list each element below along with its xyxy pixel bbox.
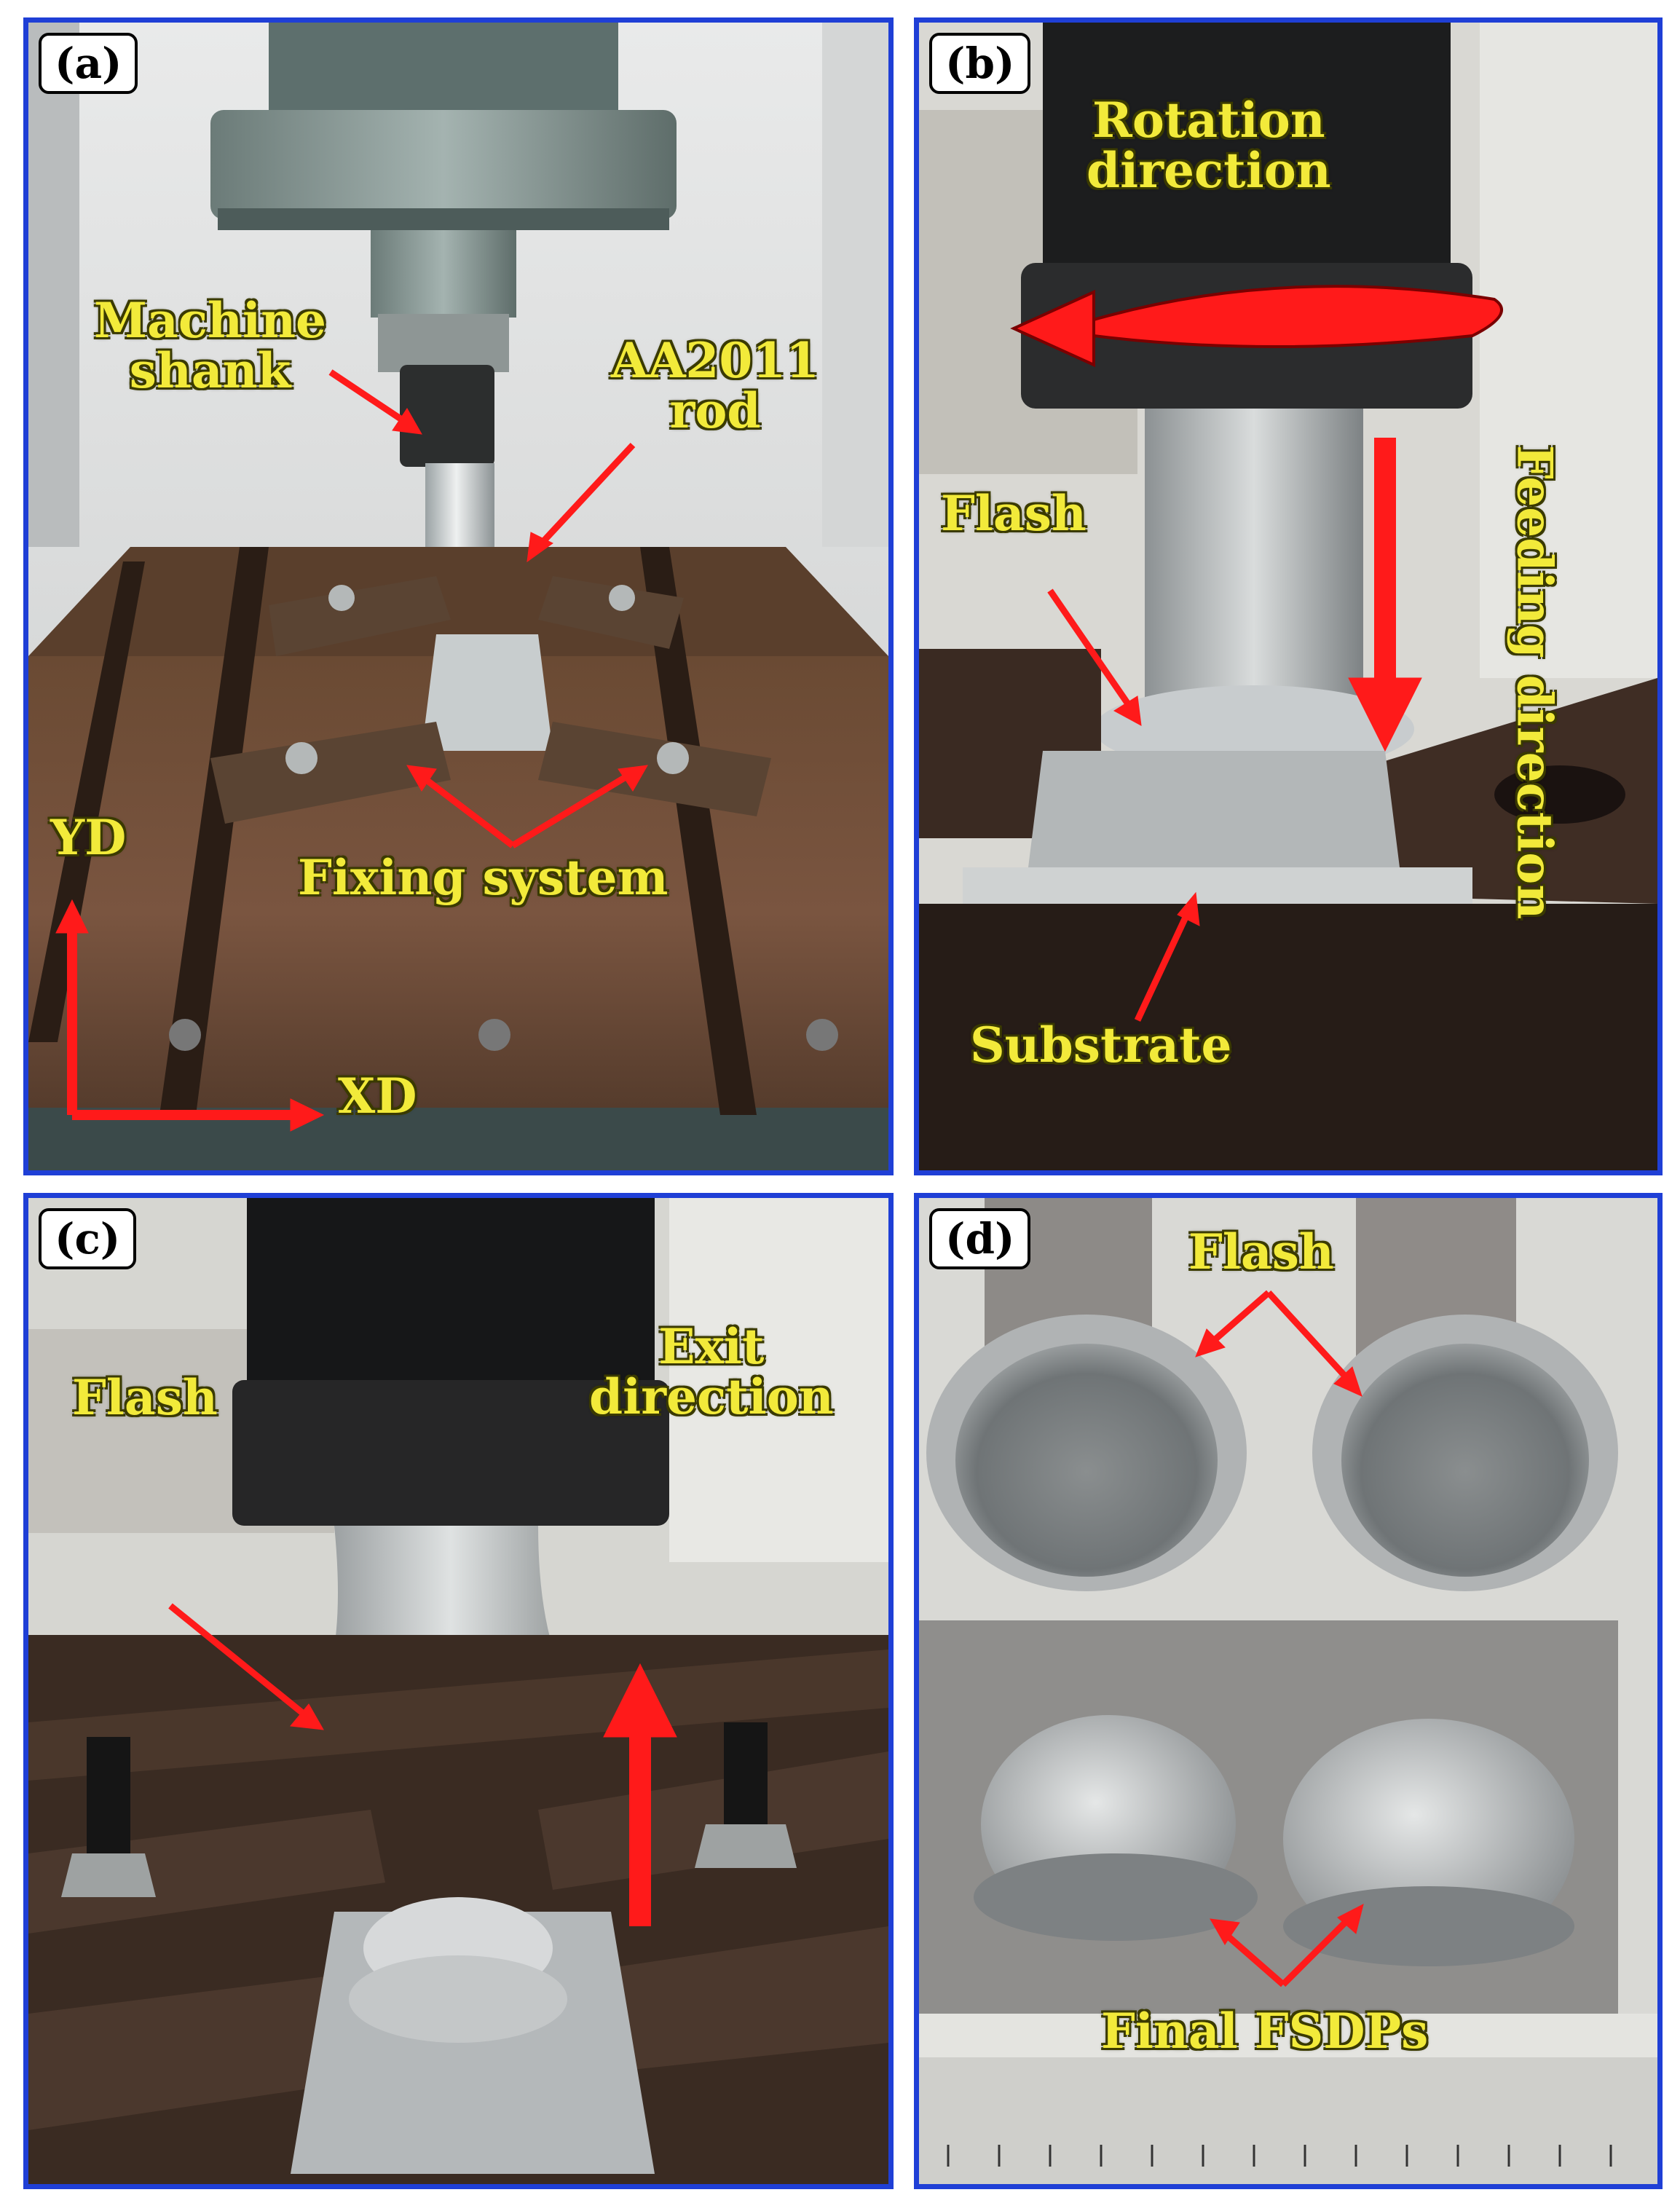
panel-c-photo: (c) Flash Exit direction	[23, 1193, 894, 2189]
aa2011-rod-label-line2: rod	[669, 382, 761, 440]
substrate-label: Substrate	[970, 1017, 1232, 1073]
exit-direction-label-line2: direction	[589, 1368, 834, 1426]
flash-label-d: Flash	[1188, 1223, 1334, 1280]
final-fsdps-label: Final FSDPs	[1101, 2003, 1429, 2060]
exit-direction-label: Exit direction	[589, 1318, 834, 1426]
aa2011-rod-label-line1: AA2011	[611, 332, 820, 389]
panel-a-tag: (a)	[39, 33, 138, 94]
panel-b-scene	[919, 23, 1657, 1170]
flash-label-b: Flash	[941, 485, 1087, 542]
panel-c-tag: (c)	[39, 1208, 137, 1269]
fixing-system-label: Fixing system	[298, 849, 669, 906]
panel-b-tag: (b)	[929, 33, 1031, 94]
exit-direction-label-line1: Exit	[658, 1318, 765, 1375]
feeding-direction-label-line1: Feeding	[1506, 445, 1563, 658]
xd-axis-label: XD	[338, 1068, 417, 1124]
machine-shank-label-line2: shank	[129, 342, 291, 400]
panel-d-photo: (d) Flash Final FSDPs	[914, 1193, 1663, 2189]
feeding-direction-label: Feeding direction	[1506, 445, 1563, 919]
panel-a-scene	[28, 23, 888, 1170]
panel-b-photo: (b) Rotation direction Feeding direction…	[914, 17, 1663, 1175]
rotation-direction-label-line2: direction	[1087, 142, 1331, 200]
aa2011-rod-label: AA2011 rod	[611, 332, 820, 440]
panel-a-photo: (a) Machine shank AA2011 rod Fixing syst…	[23, 17, 894, 1175]
rotation-direction-label: Rotation direction	[1087, 95, 1331, 197]
panel-c-scene	[28, 1198, 888, 2184]
panel-d-scene	[919, 1198, 1657, 2184]
rotation-direction-label-line1: Rotation	[1092, 92, 1325, 149]
machine-shank-label-line1: Machine	[94, 292, 327, 349]
yd-axis-label: YD	[50, 809, 127, 866]
feeding-direction-label-line2: direction	[1506, 674, 1563, 920]
flash-label-c: Flash	[72, 1369, 218, 1426]
machine-shank-label: Machine shank	[94, 292, 327, 400]
panel-d-tag: (d)	[929, 1208, 1031, 1269]
